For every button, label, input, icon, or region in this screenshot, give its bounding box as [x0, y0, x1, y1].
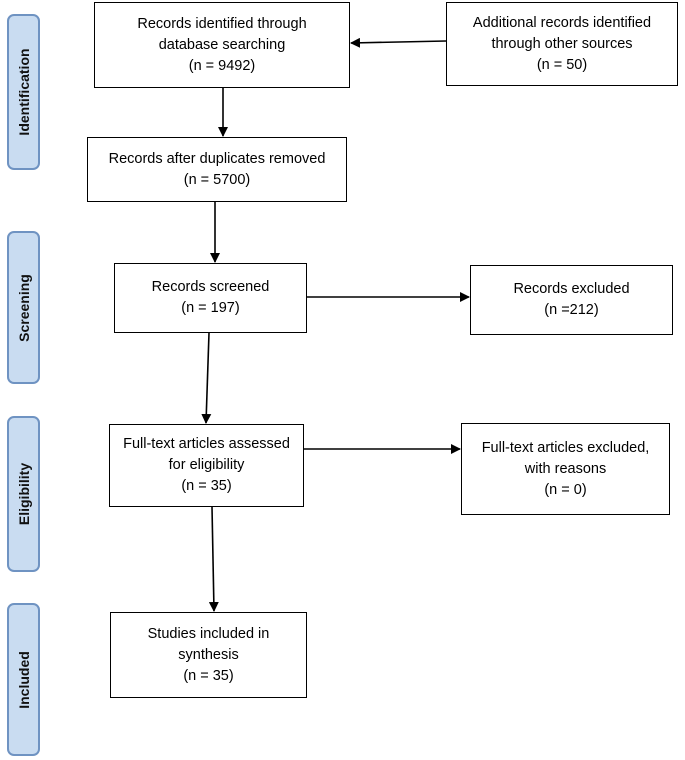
- box-other-sources: Additional records identified through ot…: [446, 2, 678, 86]
- box-count: (n = 50): [536, 56, 588, 73]
- arrow-fulltext-to-included: [208, 506, 219, 612]
- box-text-line: Records screened: [151, 279, 270, 295]
- box-text-line: Full-text articles assessed: [123, 436, 290, 452]
- box-text-line: Records excluded: [513, 281, 630, 297]
- box-database-records: Records identified through database sear…: [94, 2, 350, 88]
- box-fulltext-excluded: Full-text articles excluded, with reason…: [461, 423, 670, 515]
- box-text-line: database searching: [158, 36, 286, 53]
- box-text-line: Records after duplicates removed: [108, 150, 326, 167]
- box-count: (n =212): [544, 302, 599, 318]
- box-text-line: Records identified through: [137, 15, 307, 32]
- box-text-line: for eligibility: [168, 457, 245, 473]
- box-included: Studies included in synthesis (n = 35): [110, 612, 307, 698]
- box-text-line: Additional records identified: [472, 14, 652, 31]
- phase-included: Included: [7, 603, 40, 756]
- box-text-line: with reasons: [524, 460, 607, 477]
- box-text-line: Studies included in: [147, 625, 270, 642]
- box-after-duplicates: Records after duplicates removed (n = 57…: [87, 137, 347, 202]
- box-fulltext-assessed: Full-text articles assessed for eligibil…: [109, 424, 304, 507]
- box-count: (n = 35): [183, 667, 234, 684]
- box-text-line: through other sources: [491, 35, 633, 52]
- box-count: (n = 197): [181, 300, 240, 316]
- box-count: (n = 9492): [188, 57, 256, 74]
- box-excluded: Records excluded (n =212): [470, 265, 673, 335]
- arrow-screened-to-fulltext: [201, 332, 212, 424]
- phase-identification: Identification: [7, 14, 40, 170]
- box-screened: Records screened (n = 197): [114, 263, 307, 333]
- box-count: (n = 0): [544, 481, 587, 498]
- box-count: (n = 35): [181, 478, 232, 494]
- box-count: (n = 5700): [183, 171, 251, 188]
- box-text-line: synthesis: [178, 646, 239, 663]
- phase-eligibility: Eligibility: [7, 416, 40, 572]
- arrow-other-to-database: [350, 37, 447, 48]
- box-text-line: Full-text articles excluded,: [481, 439, 650, 456]
- phase-screening: Screening: [7, 231, 40, 384]
